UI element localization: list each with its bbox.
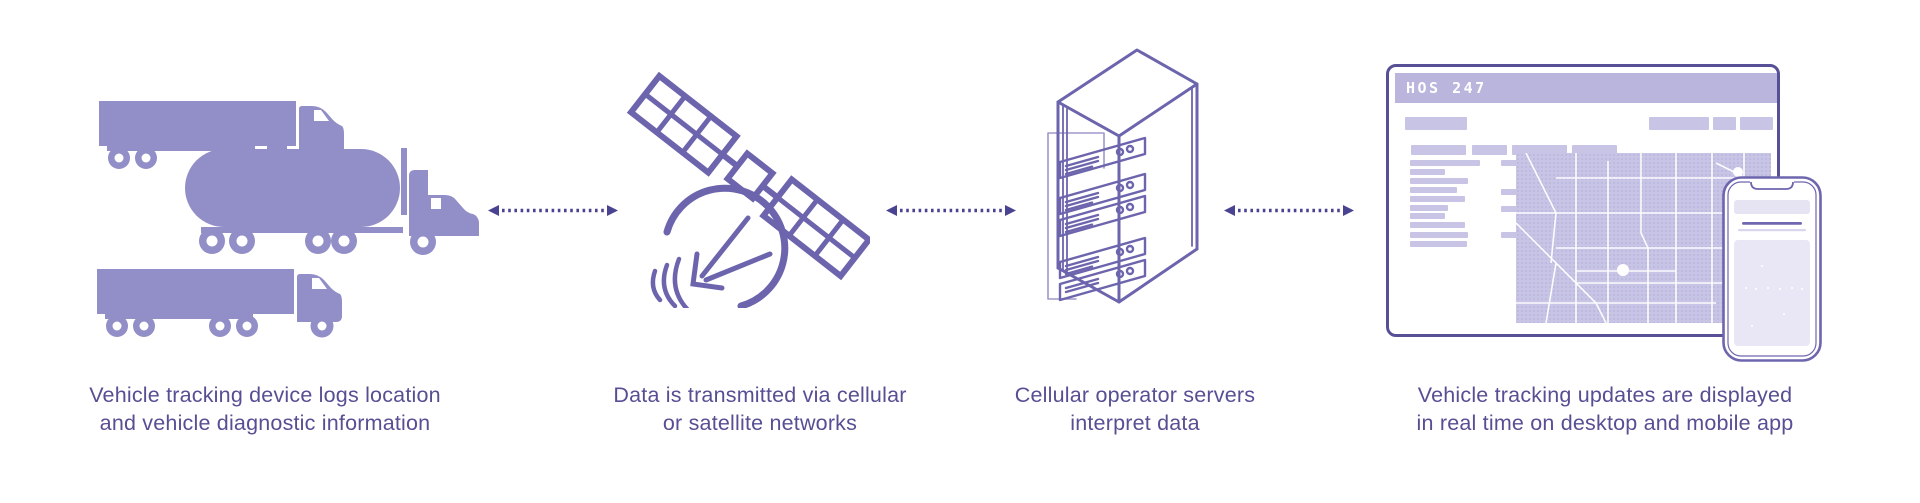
text-placeholder-line xyxy=(1410,187,1457,193)
tab-placeholder xyxy=(1572,145,1617,155)
caption-line: interpret data xyxy=(1070,411,1200,435)
text-placeholder-line xyxy=(1410,222,1465,228)
tanker-truck-icon xyxy=(185,141,479,255)
tab-placeholder xyxy=(1411,145,1466,155)
text-placeholder-line xyxy=(1410,205,1448,211)
tab-placeholder xyxy=(1512,145,1567,155)
desktop-app-screen: HOS 247 xyxy=(1395,73,1777,334)
phone-subtitle-line xyxy=(1738,229,1806,232)
caption-line: Cellular operator servers xyxy=(1014,383,1256,407)
dotted-double-arrow-icon xyxy=(1224,205,1354,216)
map-location-dot xyxy=(1617,264,1629,276)
text-placeholder-line xyxy=(1501,232,1519,238)
tab-placeholder xyxy=(1472,145,1507,155)
caption-line: and vehicle diagnostic information xyxy=(99,411,431,435)
caption-line: Data is transmitted via cellular xyxy=(613,383,907,407)
server-rack-icon xyxy=(1047,48,1199,304)
text-placeholder-line xyxy=(1410,160,1480,166)
caption-line: Vehicle tracking device logs location xyxy=(89,383,441,407)
step-caption-servers: Cellular operator servers interpret data xyxy=(910,381,1360,437)
desktop-monitor-icon: HOS 247 xyxy=(1386,64,1780,337)
caption-line: or satellite networks xyxy=(662,411,858,435)
box-truck-icon xyxy=(97,269,342,338)
text-placeholder-line xyxy=(1501,160,1519,166)
toolbar-placeholder xyxy=(1740,117,1773,130)
dotted-double-arrow-icon xyxy=(886,205,1016,216)
dotted-double-arrow-icon xyxy=(488,205,618,216)
app-header-bar: HOS 247 xyxy=(1395,73,1777,103)
satellite-icon xyxy=(626,71,870,308)
app-logo: HOS 247 xyxy=(1406,79,1487,97)
phone-map-panel xyxy=(1734,240,1810,346)
caption-line: in real time on desktop and mobile app xyxy=(1416,411,1794,435)
text-placeholder-line xyxy=(1501,206,1519,212)
text-placeholder-line xyxy=(1501,189,1519,195)
caption-line: Vehicle tracking updates are displayed xyxy=(1417,383,1793,407)
smartphone-icon xyxy=(1722,176,1822,362)
text-placeholder-line xyxy=(1410,232,1468,238)
phone-header-placeholder xyxy=(1734,200,1810,214)
toolbar-placeholder xyxy=(1649,117,1709,130)
map-location-dot xyxy=(1733,167,1743,177)
step-caption-transmission: Data is transmitted via cellular or sate… xyxy=(535,381,985,437)
toolbar-placeholder xyxy=(1405,117,1467,130)
text-placeholder-line xyxy=(1410,213,1445,219)
text-placeholder-line xyxy=(1410,241,1467,247)
step-caption-display: Vehicle tracking updates are displayed i… xyxy=(1375,381,1835,437)
phone-title-line xyxy=(1742,222,1802,225)
text-placeholder-line xyxy=(1410,178,1468,184)
text-placeholder-line xyxy=(1410,169,1445,175)
toolbar-placeholder xyxy=(1713,117,1736,130)
step-caption-vehicles: Vehicle tracking device logs location an… xyxy=(40,381,490,437)
text-placeholder-line xyxy=(1410,196,1465,202)
